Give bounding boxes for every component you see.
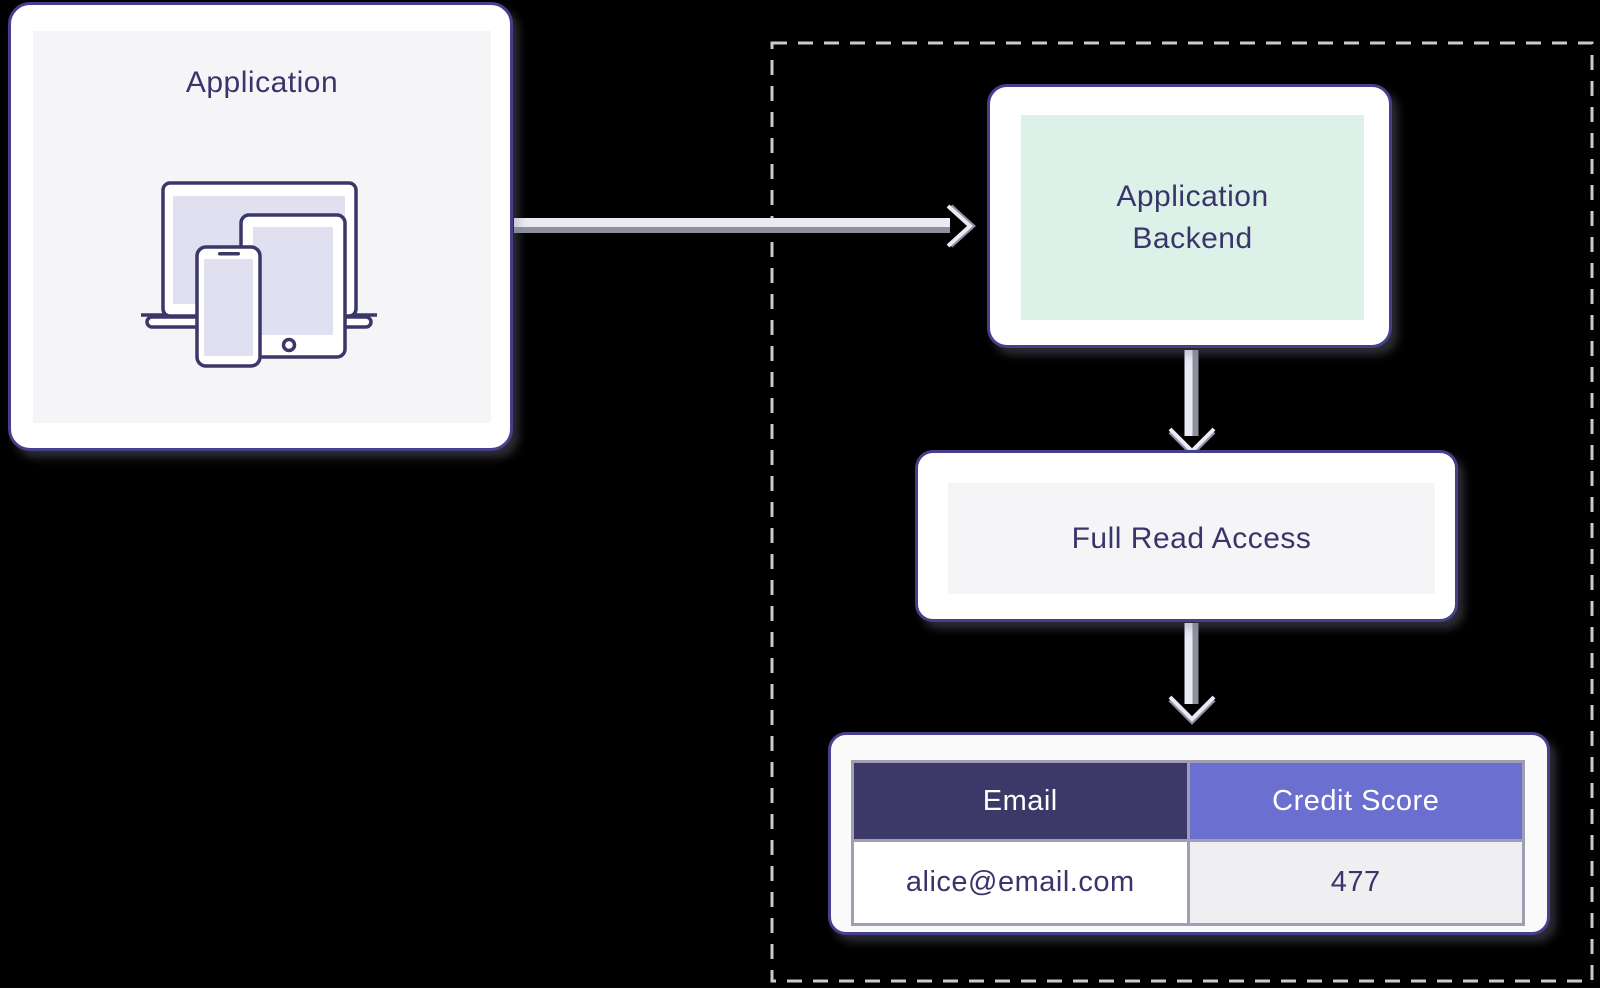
email-column-header: Email (851, 760, 1190, 842)
results-table-card: Email Credit Score alice@email.com 477 (828, 732, 1550, 935)
node-application: Application (8, 2, 513, 451)
table-header-row: Email Credit Score (851, 760, 1525, 842)
email-cell: alice@email.com (851, 839, 1190, 926)
arrow-application-to-backend (514, 204, 976, 248)
backend-panel: Application Backend (1021, 115, 1364, 320)
arrow-backend-to-full-read-access (1168, 350, 1216, 457)
table-row: alice@email.com 477 (851, 839, 1525, 926)
application-label: Application (185, 66, 339, 99)
application-panel: Application (33, 31, 491, 423)
arrow-full-read-access-to-table (1168, 623, 1216, 725)
devices-icon (141, 181, 377, 368)
backend-label: Application Backend (1116, 179, 1269, 255)
credit-score-column-header: Credit Score (1186, 760, 1525, 842)
full-read-access-label: Full Read Access (1071, 521, 1312, 555)
credit-score-cell: 477 (1186, 839, 1525, 926)
node-full-read-access: Full Read Access (915, 450, 1458, 622)
full-read-access-panel: Full Read Access (948, 483, 1435, 594)
results-table: Email Credit Score alice@email.com 477 (851, 760, 1525, 926)
node-application-backend: Application Backend (987, 84, 1392, 348)
